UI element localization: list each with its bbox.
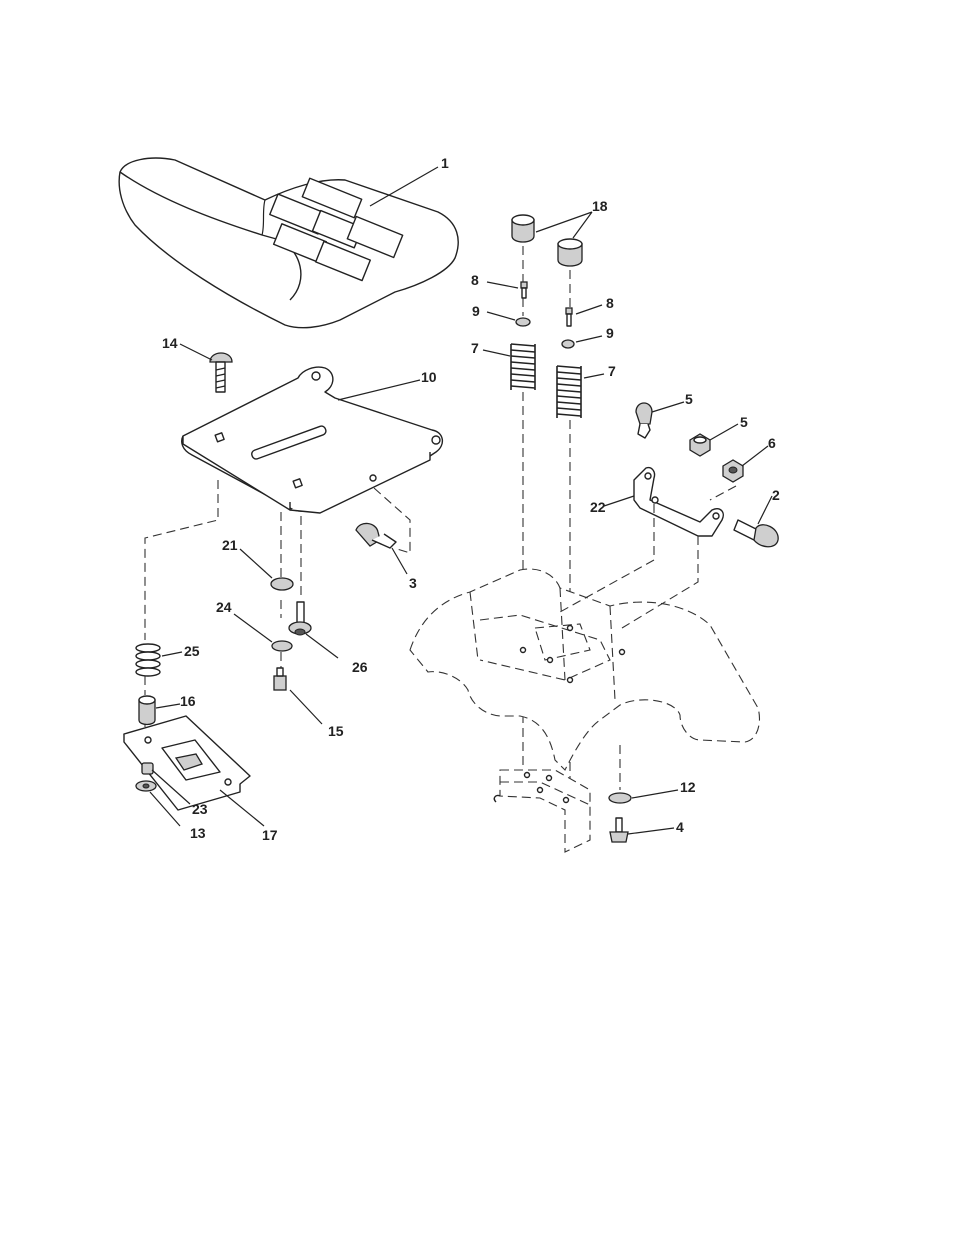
callout-4: 12 — [680, 779, 696, 795]
callout-22: 6 — [768, 435, 776, 451]
tractor-frame — [410, 569, 759, 770]
callout-7-right: 7 — [608, 363, 616, 379]
clip-right — [636, 403, 652, 438]
callout-26: 24 — [216, 599, 232, 615]
nut-13 — [142, 763, 153, 774]
clip-left — [356, 488, 410, 553]
callout-8-left: 8 — [471, 272, 479, 288]
pan-guide-lines — [145, 480, 301, 760]
callout-8-right: 8 — [606, 295, 614, 311]
callout-21: 2 — [772, 487, 780, 503]
locknut — [723, 460, 743, 482]
callout-1: 1 — [441, 155, 449, 171]
callout-18: 18 — [592, 198, 608, 214]
shoulder-bolt — [734, 520, 778, 547]
callout-3: 4 — [676, 819, 684, 835]
shoulder-bolt-25 — [289, 602, 311, 635]
seat — [119, 158, 458, 328]
hex-bolt-23 — [274, 668, 286, 690]
spacer — [139, 696, 155, 725]
callout-24: 21 — [222, 537, 238, 553]
washer-right — [562, 340, 574, 348]
callout-2: 22 — [590, 499, 606, 515]
callout-17: 13 — [190, 825, 206, 841]
callout-15: 16 — [180, 693, 196, 709]
callout-16: 25 — [184, 643, 200, 659]
screw-right — [566, 308, 572, 326]
callout-12: 17 — [262, 827, 278, 843]
carriage-bolt — [210, 353, 232, 392]
callout-5-left: 3 — [409, 575, 417, 591]
washer-26 — [272, 641, 292, 651]
callout-13: 23 — [192, 801, 208, 817]
callout-9-left: 9 — [472, 303, 480, 319]
callout-7-left: 7 — [471, 340, 479, 356]
callout-5-right: 5 — [685, 391, 693, 407]
screw-left — [521, 282, 527, 298]
hex-bolt-frame — [610, 818, 628, 842]
callout-23: 15 — [328, 723, 344, 739]
frame-bracket — [494, 770, 590, 852]
washer-left — [516, 318, 530, 326]
bumper-left — [512, 215, 534, 242]
spring-right — [557, 366, 581, 418]
callout-9-right: 9 — [606, 325, 614, 341]
bumper-right — [558, 239, 582, 266]
washer-24 — [271, 578, 293, 590]
callout-14: 14 — [162, 335, 178, 351]
spring-left — [511, 344, 535, 390]
washer-17 — [136, 781, 156, 791]
callout-6: 5 — [740, 414, 748, 430]
callout-10: 10 — [421, 369, 437, 385]
washer-frame — [609, 793, 631, 803]
spring-small — [136, 644, 160, 676]
callout-25: 26 — [352, 659, 368, 675]
bracket — [634, 468, 723, 536]
nut — [690, 434, 710, 456]
